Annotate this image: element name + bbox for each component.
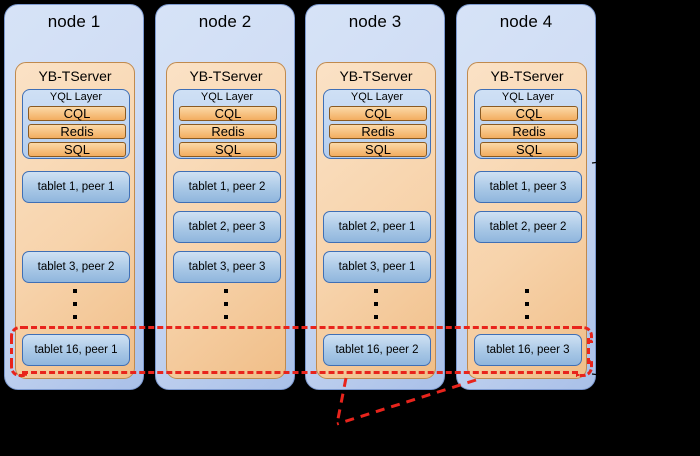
api-sql[interactable]: SQL (28, 142, 126, 157)
ellipsis-dots (468, 289, 586, 325)
tablet-box[interactable]: tablet 16, peer 3 (474, 334, 582, 366)
yql-layer[interactable]: YQL Layer CQL Redis SQL (474, 89, 582, 159)
node-title: node 1 (47, 12, 101, 31)
api-cql[interactable]: CQL (480, 106, 578, 121)
api-redis[interactable]: Redis (329, 124, 427, 139)
tablet-box[interactable]: tablet 3, peer 2 (22, 251, 130, 283)
yql-layer[interactable]: YQL Layer CQL Redis SQL (22, 89, 130, 159)
node-title: node 2 (198, 12, 252, 31)
tablet-box[interactable]: tablet 2, peer 2 (474, 211, 582, 243)
node-title: node 3 (348, 12, 402, 31)
tserver-panel[interactable]: YB-TServer YQL Layer CQL Redis SQL table… (467, 62, 587, 379)
api-cql[interactable]: CQL (179, 106, 277, 121)
tserver-panel[interactable]: YB-TServer YQL Layer CQL Redis SQL table… (166, 62, 286, 379)
ellipsis-dots (317, 289, 435, 325)
node-title: node 4 (499, 12, 553, 31)
api-redis[interactable]: Redis (179, 124, 277, 139)
api-sql[interactable]: SQL (179, 142, 277, 157)
tserver-label: YB-TServer (38, 68, 112, 84)
tablet-box[interactable]: tablet 2, peer 3 (173, 211, 281, 243)
tablet-box[interactable]: tablet 1, peer 1 (22, 171, 130, 203)
yql-layer[interactable]: YQL Layer CQL Redis SQL (323, 89, 431, 159)
api-redis[interactable]: Redis (28, 124, 126, 139)
tserver-panel[interactable]: YB-TServer YQL Layer CQL Redis SQL table… (316, 62, 436, 379)
tserver-label: YB-TServer (339, 68, 413, 84)
tablet-box[interactable]: tablet 3, peer 3 (173, 251, 281, 283)
yql-layer-label: YQL Layer (49, 91, 103, 103)
tablet-box[interactable]: tablet 16, peer 1 (22, 334, 130, 366)
node4-lower-leader-line (591, 373, 700, 389)
node-panel-1[interactable]: node 1 YB-TServer YQL Layer CQL Redis SQ… (4, 4, 144, 390)
node-panel-3[interactable]: node 3 YB-TServer YQL Layer CQL Redis SQ… (305, 4, 445, 390)
yql-layer-label: YQL Layer (501, 91, 555, 103)
tserver-label: YB-TServer (490, 68, 564, 84)
tablet-box[interactable]: tablet 2, peer 1 (323, 211, 431, 243)
ellipsis-dots (167, 289, 285, 325)
ellipsis-dots (16, 289, 134, 325)
tserver-panel[interactable]: YB-TServer YQL Layer CQL Redis SQL table… (15, 62, 135, 379)
node4-upper-leader-line (591, 149, 700, 164)
tserver-label: YB-TServer (189, 68, 263, 84)
node-panel-4[interactable]: node 4 YB-TServer YQL Layer CQL Redis SQ… (456, 4, 596, 390)
api-sql[interactable]: SQL (329, 142, 427, 157)
tablet-box[interactable]: tablet 1, peer 2 (173, 171, 281, 203)
api-redis[interactable]: Redis (480, 124, 578, 139)
tablet-box[interactable]: tablet 1, peer 3 (474, 171, 582, 203)
api-cql[interactable]: CQL (28, 106, 126, 121)
yql-layer[interactable]: YQL Layer CQL Redis SQL (173, 89, 281, 159)
yql-layer-label: YQL Layer (200, 91, 254, 103)
yql-layer-label: YQL Layer (350, 91, 404, 103)
api-sql[interactable]: SQL (480, 142, 578, 157)
tablet-box[interactable]: tablet 3, peer 1 (323, 251, 431, 283)
api-cql[interactable]: CQL (329, 106, 427, 121)
node-panel-2[interactable]: node 2 YB-TServer YQL Layer CQL Redis SQ… (155, 4, 295, 390)
tablet-box[interactable]: tablet 16, peer 2 (323, 334, 431, 366)
